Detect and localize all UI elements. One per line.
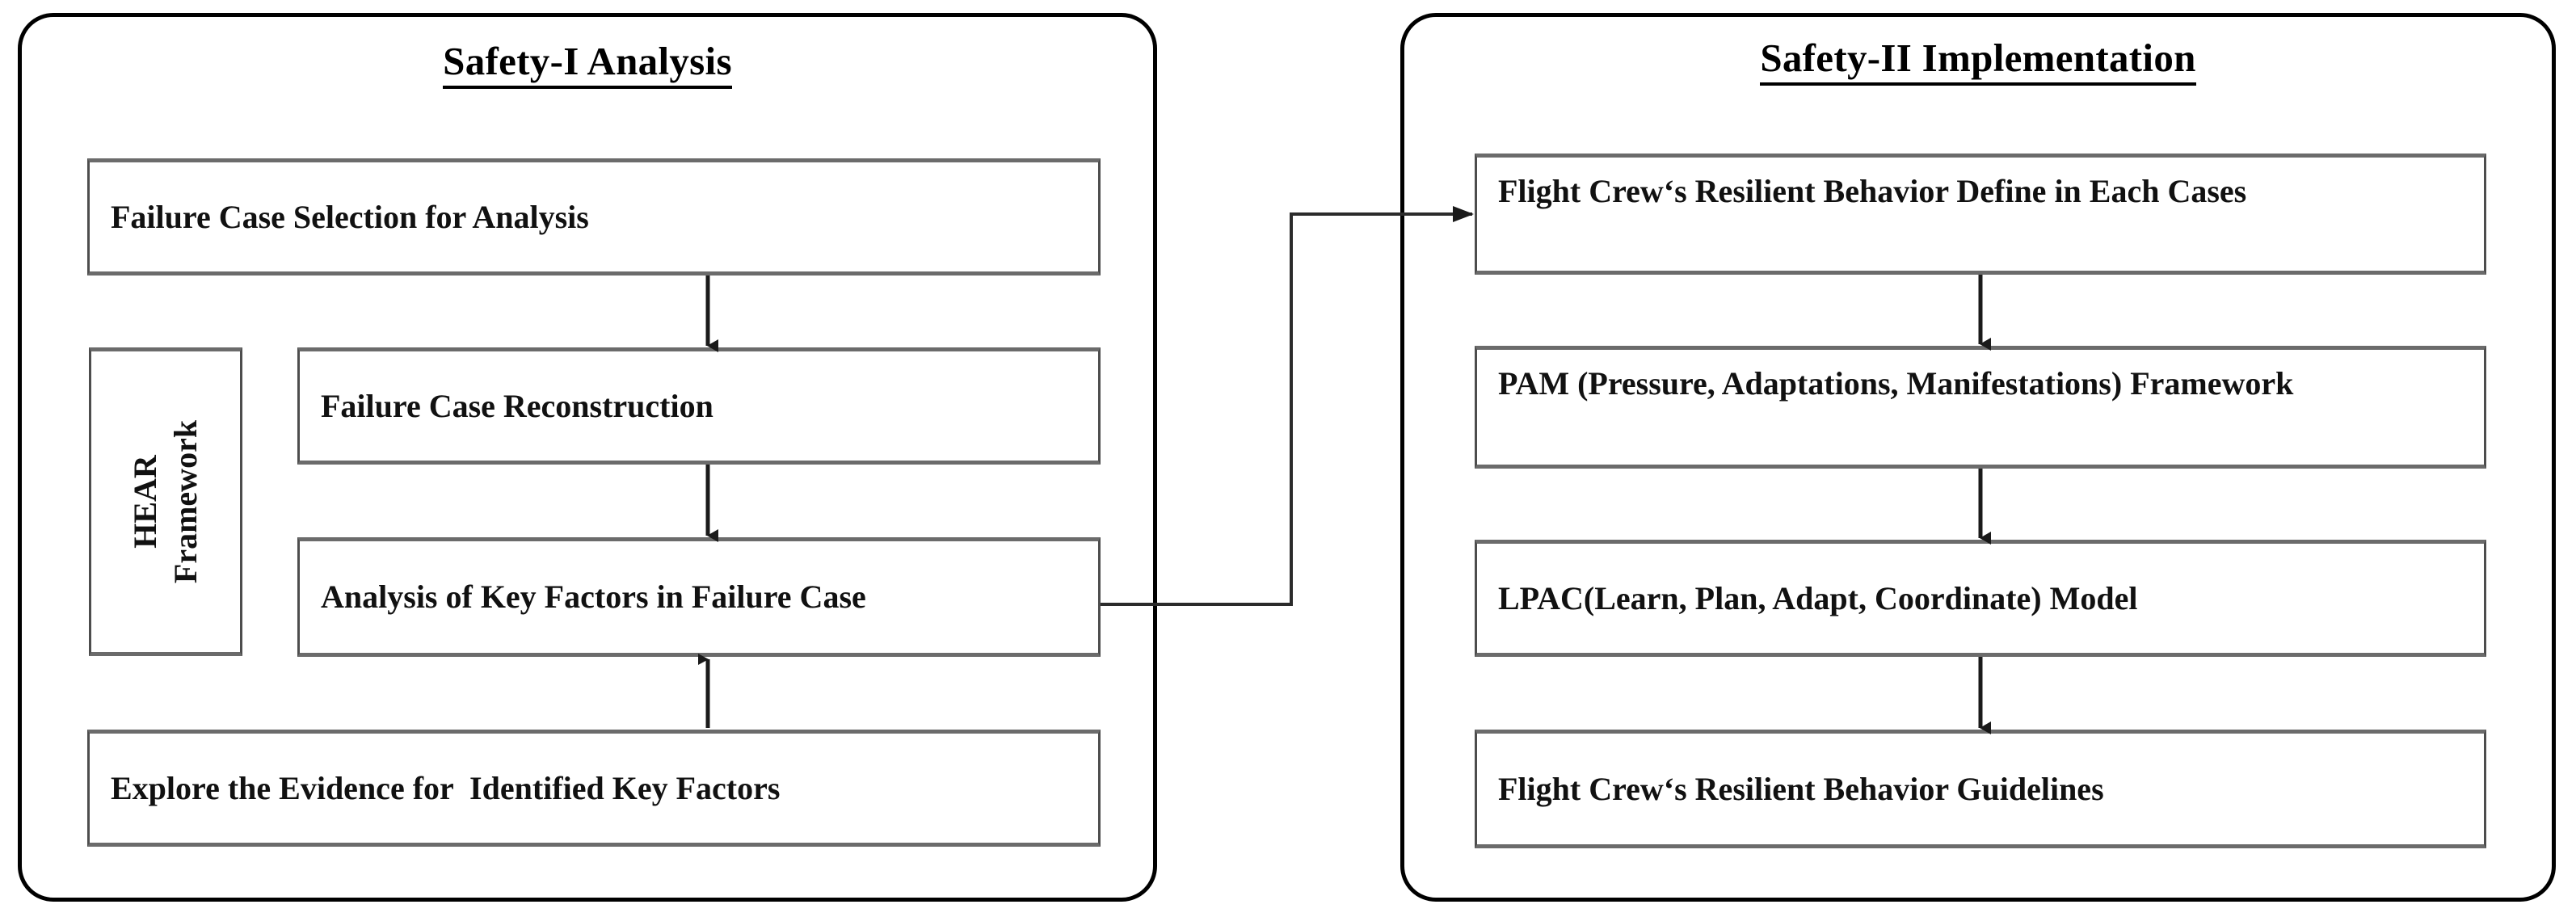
- box-failure-case-selection: Failure Case Selection for Analysis: [87, 158, 1101, 276]
- box-resilient-behavior-define-label: Flight Crew‘s Resilient Behavior Define …: [1498, 173, 2247, 209]
- box-lpac-model: LPAC(Learn, Plan, Adapt, Coordinate) Mod…: [1475, 540, 2486, 657]
- safety-i-panel-title: Safety-I Analysis: [18, 40, 1157, 90]
- box-failure-case-reconstruction: Failure Case Reconstruction: [297, 347, 1101, 465]
- safety-i-panel-title-text: Safety-I Analysis: [443, 40, 732, 90]
- box-pam-framework-label: PAM (Pressure, Adaptations, Manifestatio…: [1498, 365, 2294, 402]
- box-analysis-of-key-factors: Analysis of Key Factors in Failure Case: [297, 537, 1101, 657]
- box-lpac-model-label: LPAC(Learn, Plan, Adapt, Coordinate) Mod…: [1498, 579, 2138, 616]
- box-resilient-behavior-guidelines: Flight Crew‘s Resilient Behavior Guideli…: [1475, 730, 2486, 848]
- box-failure-case-reconstruction-label: Failure Case Reconstruction: [321, 387, 713, 424]
- box-resilient-behavior-define: Flight Crew‘s Resilient Behavior Define …: [1475, 154, 2486, 275]
- safety-ii-panel-title-text: Safety-II Implementation: [1760, 37, 2196, 86]
- box-failure-case-selection-label: Failure Case Selection for Analysis: [111, 198, 589, 235]
- safety-ii-panel-title: Safety-II Implementation: [1400, 37, 2556, 86]
- box-pam-framework: PAM (Pressure, Adaptations, Manifestatio…: [1475, 346, 2486, 469]
- box-hear-framework: HEAR Framework: [89, 347, 242, 656]
- box-explore-the-evidence-label: Explore the Evidence for Identified Key …: [111, 769, 781, 806]
- box-analysis-of-key-factors-label: Analysis of Key Factors in Failure Case: [321, 578, 866, 616]
- box-hear-framework-label: HEAR Framework: [127, 419, 204, 584]
- box-explore-the-evidence: Explore the Evidence for Identified Key …: [87, 730, 1101, 847]
- box-resilient-behavior-guidelines-label: Flight Crew‘s Resilient Behavior Guideli…: [1498, 770, 2104, 807]
